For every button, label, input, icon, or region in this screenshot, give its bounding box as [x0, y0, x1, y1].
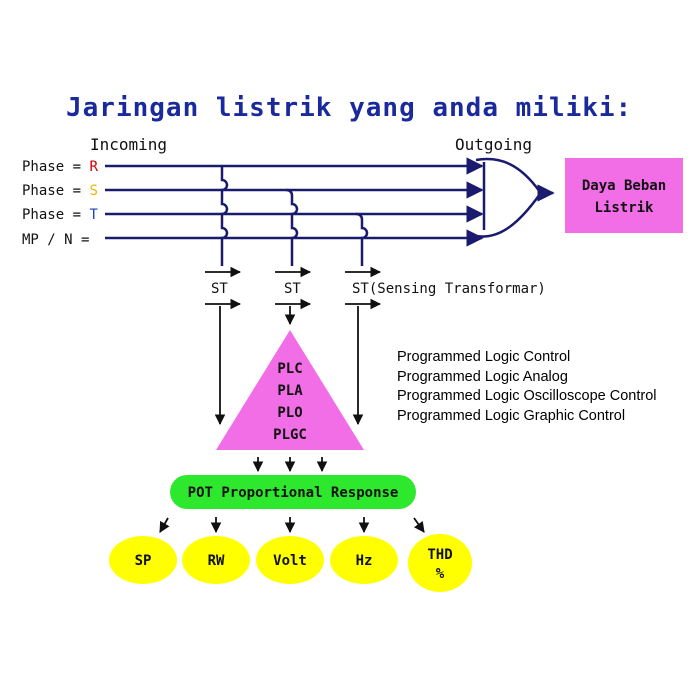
desc-plc: Programmed Logic Control	[397, 349, 570, 365]
triangle-to-bar-arrows	[252, 457, 328, 473]
line-label-n: MP / N =	[22, 232, 89, 248]
diagram-title: Jaringan listrik yang anda miliki:	[66, 93, 632, 123]
combiner-top-curve	[475, 157, 542, 193]
line-labels: Phase = R Phase = S Phase = T MP / N =	[22, 159, 98, 248]
st2-hook	[285, 188, 294, 197]
outgoing-combiner	[475, 157, 555, 238]
output-volt	[256, 536, 324, 584]
desc-plgc: Programmed Logic Graphic Control	[397, 408, 625, 424]
out-arrow-thd	[413, 517, 425, 533]
bar-to-output-arrows	[159, 517, 425, 534]
st3-hook	[355, 212, 364, 221]
output-sp	[109, 536, 177, 584]
triangle-label-plo: PLO	[277, 405, 302, 421]
incoming-label: Incoming	[90, 135, 167, 154]
st3-label: ST(Sensing Transformar)	[352, 281, 546, 297]
response-bar	[170, 475, 416, 509]
desc-plo: Programmed Logic Oscilloscope Control	[397, 388, 657, 404]
triangle-label-plgc: PLGC	[273, 427, 307, 443]
outgoing-label: Outgoing	[455, 135, 532, 154]
output-hz-label: Hz	[356, 553, 373, 569]
output-rw-label: RW	[208, 553, 225, 569]
st2-tap	[290, 196, 299, 266]
triangle-label-pla: PLA	[277, 383, 303, 399]
st3-tap	[360, 220, 369, 266]
line-label-s: Phase = S	[22, 183, 98, 199]
sensor-symbols	[205, 266, 382, 310]
output-sp-label: SP	[135, 553, 152, 569]
triangle-label-plc: PLC	[277, 361, 302, 377]
desc-pla: Programmed Logic Analog	[397, 369, 568, 385]
output-rw	[182, 536, 250, 584]
output-thd-sub: %	[436, 566, 445, 582]
sensor-drops	[214, 306, 364, 426]
load-box-line1: Daya Beban	[582, 178, 666, 194]
output-hz	[330, 536, 398, 584]
sensor-taps	[220, 166, 369, 266]
st1-label: ST	[211, 281, 228, 297]
output-volt-label: Volt	[273, 553, 307, 569]
plc-triangle	[216, 330, 364, 450]
out-arrow-sp	[159, 517, 170, 533]
response-bar-label: POT Proportional Response	[188, 485, 399, 501]
line-label-t: Phase = T	[22, 207, 98, 223]
load-box	[565, 158, 683, 233]
combiner-bottom-curve	[475, 193, 542, 238]
load-box-line2: Listrik	[594, 200, 654, 216]
output-thd	[408, 534, 472, 592]
output-thd-label: THD	[427, 547, 452, 563]
line-label-r: Phase = R	[22, 159, 98, 175]
st2-label: ST	[284, 281, 301, 297]
st1-tap	[220, 166, 229, 266]
